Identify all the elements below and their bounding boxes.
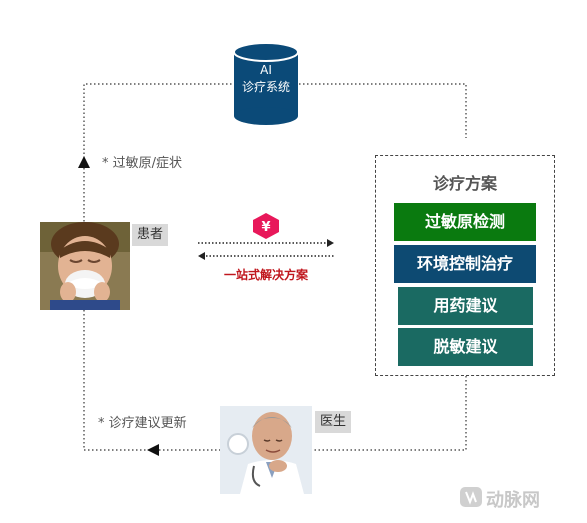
loop-line-bottom-left xyxy=(83,310,150,451)
up-arrow xyxy=(78,156,90,168)
arrow-left-head xyxy=(198,252,205,260)
yuan-icon: ¥ xyxy=(253,213,279,239)
database-cylinder xyxy=(233,42,299,125)
watermark-text: 动脉网 xyxy=(486,490,540,511)
patient-photo xyxy=(40,222,130,310)
plan-item-environment-control: 环境控制治疗 xyxy=(394,245,536,283)
ai-system-line1: AI xyxy=(260,63,272,77)
svg-text:¥: ¥ xyxy=(261,220,270,235)
treatment-plan-box xyxy=(375,155,555,376)
one-stop-solution-label: 一站式解决方案 xyxy=(223,268,308,282)
watermark-logo-icon xyxy=(460,487,482,507)
plan-item-medication-advice: 用药建议 xyxy=(398,287,533,325)
treatment-plan-title: 诊疗方案 xyxy=(432,174,497,193)
patient-label: 患者 xyxy=(132,224,169,246)
doctor-photo xyxy=(220,406,312,494)
allergen-symptom-note: * 过敏原/症状 xyxy=(102,156,183,171)
loop-line-bottom-right xyxy=(312,376,467,451)
plan-item-allergen-test: 过敏原检测 xyxy=(394,203,536,241)
arrow-right-head xyxy=(327,239,334,247)
ai-system-label: AI 诊疗系统 xyxy=(232,62,300,96)
diagnosis-update-note: * 诊疗建议更新 xyxy=(98,416,187,431)
left-arrow xyxy=(147,444,159,456)
doctor-label: 医生 xyxy=(315,411,352,433)
loop-line-top xyxy=(83,83,233,158)
loop-line-top-right xyxy=(299,83,467,138)
plan-item-desensitization-advice: 脱敏建议 xyxy=(398,328,533,366)
ai-system-line2: 诊疗系统 xyxy=(241,80,290,94)
